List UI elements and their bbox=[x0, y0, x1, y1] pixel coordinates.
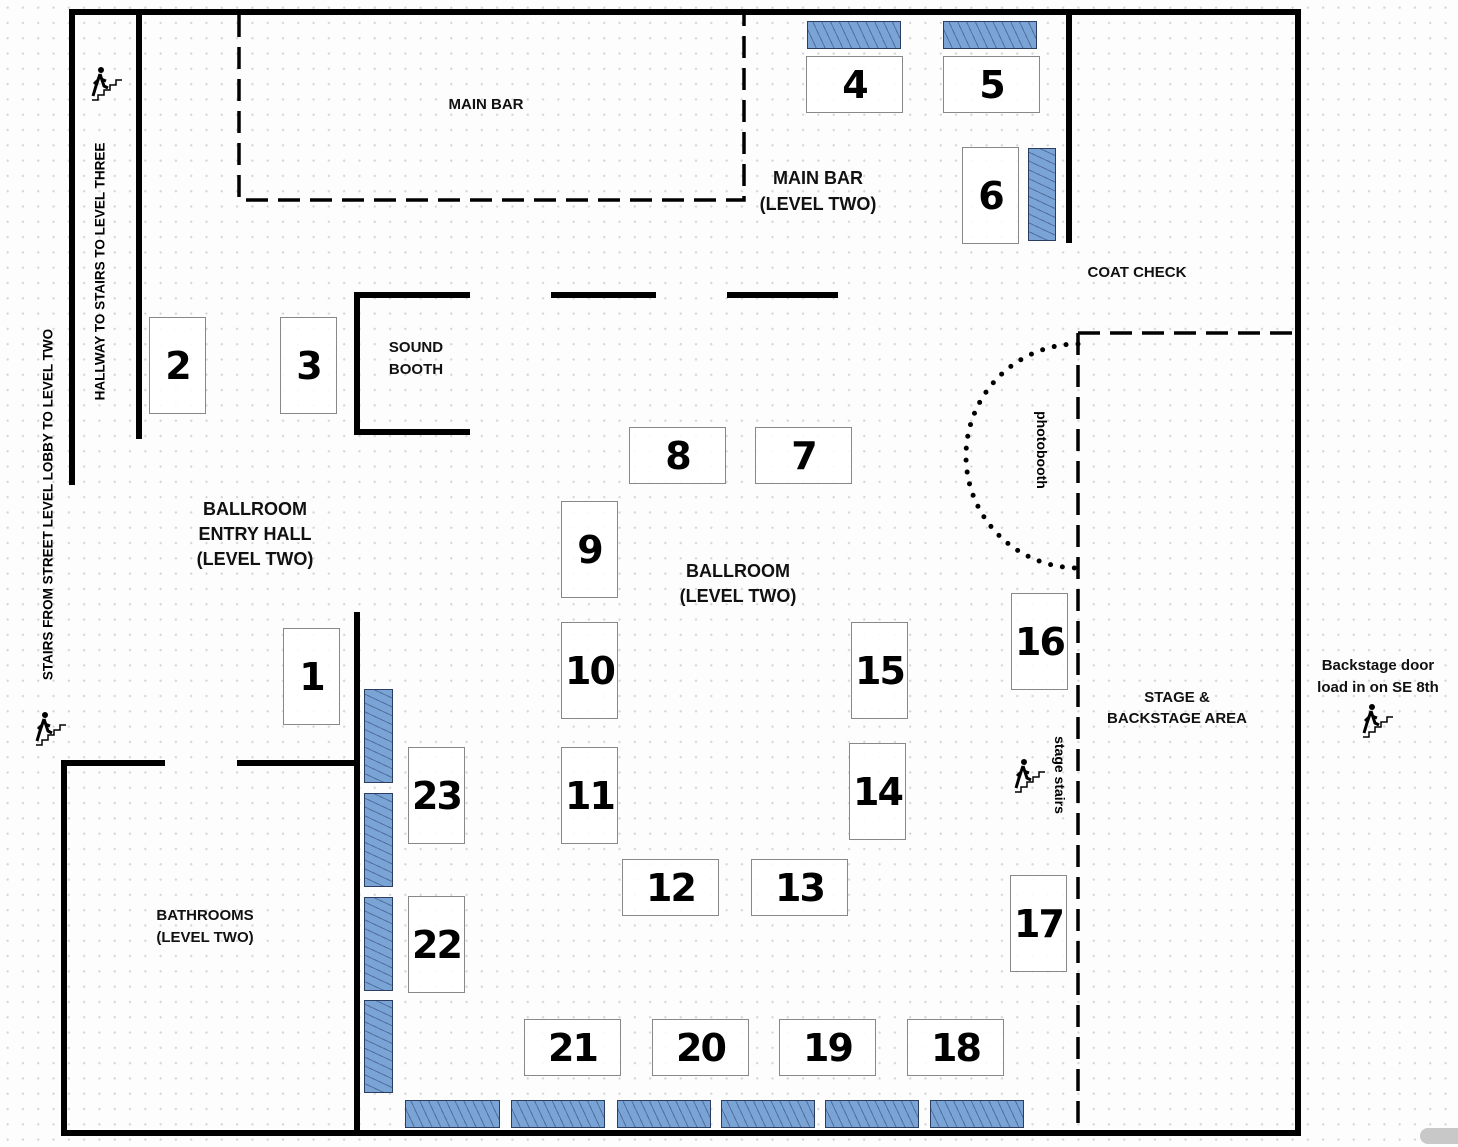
stage-stairs-label: stage stairs bbox=[1052, 736, 1068, 814]
entry-hall-label: BALLROOM ENTRY HALL (LEVEL TWO) bbox=[180, 497, 330, 573]
sound-booth-label: SOUND BOOTH bbox=[376, 337, 456, 381]
label-line: (LEVEL TWO) bbox=[679, 586, 797, 607]
label-line: BALLROOM bbox=[686, 561, 790, 581]
table-20[interactable]: 20 bbox=[652, 1019, 749, 1076]
backstage-door-label: Backstage door load in on SE 8th bbox=[1303, 655, 1453, 699]
bench bbox=[721, 1100, 815, 1128]
label-line: BALLROOM bbox=[203, 499, 307, 519]
table-4[interactable]: 4 bbox=[806, 56, 903, 113]
label-line: (LEVEL TWO) bbox=[759, 194, 877, 215]
scrollbar-thumb[interactable] bbox=[1420, 1128, 1458, 1144]
hallway-label: HALLWAY TO STAIRS TO LEVEL THREE bbox=[92, 142, 108, 401]
photobooth-curtain bbox=[963, 341, 1081, 571]
bathrooms-label: BATHROOMS (LEVEL TWO) bbox=[140, 905, 270, 949]
label-line: BACKSTAGE AREA bbox=[1106, 710, 1247, 727]
table-1[interactable]: 1 bbox=[283, 628, 340, 725]
bench bbox=[511, 1100, 605, 1128]
ballroom-label: BALLROOM (LEVEL TWO) bbox=[663, 559, 813, 609]
bench bbox=[364, 1000, 393, 1093]
label-line: (LEVEL TWO) bbox=[196, 549, 314, 570]
bench bbox=[1028, 148, 1056, 241]
table-21[interactable]: 21 bbox=[524, 1019, 621, 1076]
photobooth-label[interactable]: photobooth bbox=[1034, 411, 1050, 489]
bench bbox=[364, 897, 393, 991]
main-bar-label: MAIN BAR bbox=[448, 96, 524, 113]
bench bbox=[943, 21, 1037, 49]
stairs-icon bbox=[1014, 759, 1045, 793]
stairs-icon bbox=[91, 67, 122, 101]
main-bar-level-label: MAIN BAR (LEVEL TWO) bbox=[748, 165, 888, 217]
bench bbox=[364, 689, 393, 783]
label-line: SOUND bbox=[388, 339, 444, 356]
table-6[interactable]: 6 bbox=[962, 147, 1019, 244]
table-12[interactable]: 12 bbox=[622, 859, 719, 916]
table-3[interactable]: 3 bbox=[280, 317, 337, 414]
table-8[interactable]: 8 bbox=[629, 427, 726, 484]
label-line: BATHROOMS bbox=[156, 907, 254, 924]
table-9[interactable]: 9 bbox=[561, 501, 618, 598]
table-14[interactable]: 14 bbox=[849, 743, 906, 840]
table-22[interactable]: 22 bbox=[408, 896, 465, 993]
label-line: load in on SE 8th bbox=[1317, 678, 1439, 696]
label-line: ENTRY HALL bbox=[198, 524, 312, 545]
table-18[interactable]: 18 bbox=[907, 1019, 1004, 1076]
table-17[interactable]: 17 bbox=[1010, 875, 1067, 972]
table-15[interactable]: 15 bbox=[851, 622, 908, 719]
table-10[interactable]: 10 bbox=[561, 622, 618, 719]
stairs-icon bbox=[1362, 704, 1393, 738]
table-23[interactable]: 23 bbox=[408, 747, 465, 844]
table-13[interactable]: 13 bbox=[751, 859, 848, 916]
label-line: (LEVEL TWO) bbox=[156, 928, 254, 946]
bench bbox=[807, 21, 901, 49]
coat-check-label: COAT CHECK bbox=[1087, 264, 1187, 281]
label-line: MAIN BAR bbox=[773, 168, 863, 188]
label-line: STAGE & bbox=[1144, 689, 1210, 706]
table-19[interactable]: 19 bbox=[779, 1019, 876, 1076]
table-16[interactable]: 16 bbox=[1011, 593, 1068, 690]
table-7[interactable]: 7 bbox=[755, 427, 852, 484]
bench bbox=[617, 1100, 711, 1128]
stairs-icon bbox=[35, 712, 66, 746]
table-11[interactable]: 11 bbox=[561, 747, 618, 844]
table-5[interactable]: 5 bbox=[943, 56, 1040, 113]
bench bbox=[930, 1100, 1024, 1128]
stage-label: STAGE & BACKSTAGE AREA bbox=[1097, 687, 1257, 729]
label-line: BOOTH bbox=[388, 360, 444, 378]
bench bbox=[405, 1100, 500, 1128]
bench bbox=[825, 1100, 919, 1128]
label-line: Backstage door bbox=[1321, 657, 1435, 674]
street-stairs-label: STAIRS FROM STREET LEVEL LOBBY TO LEVEL … bbox=[40, 328, 56, 681]
table-2[interactable]: 2 bbox=[149, 317, 206, 414]
bench bbox=[364, 793, 393, 887]
